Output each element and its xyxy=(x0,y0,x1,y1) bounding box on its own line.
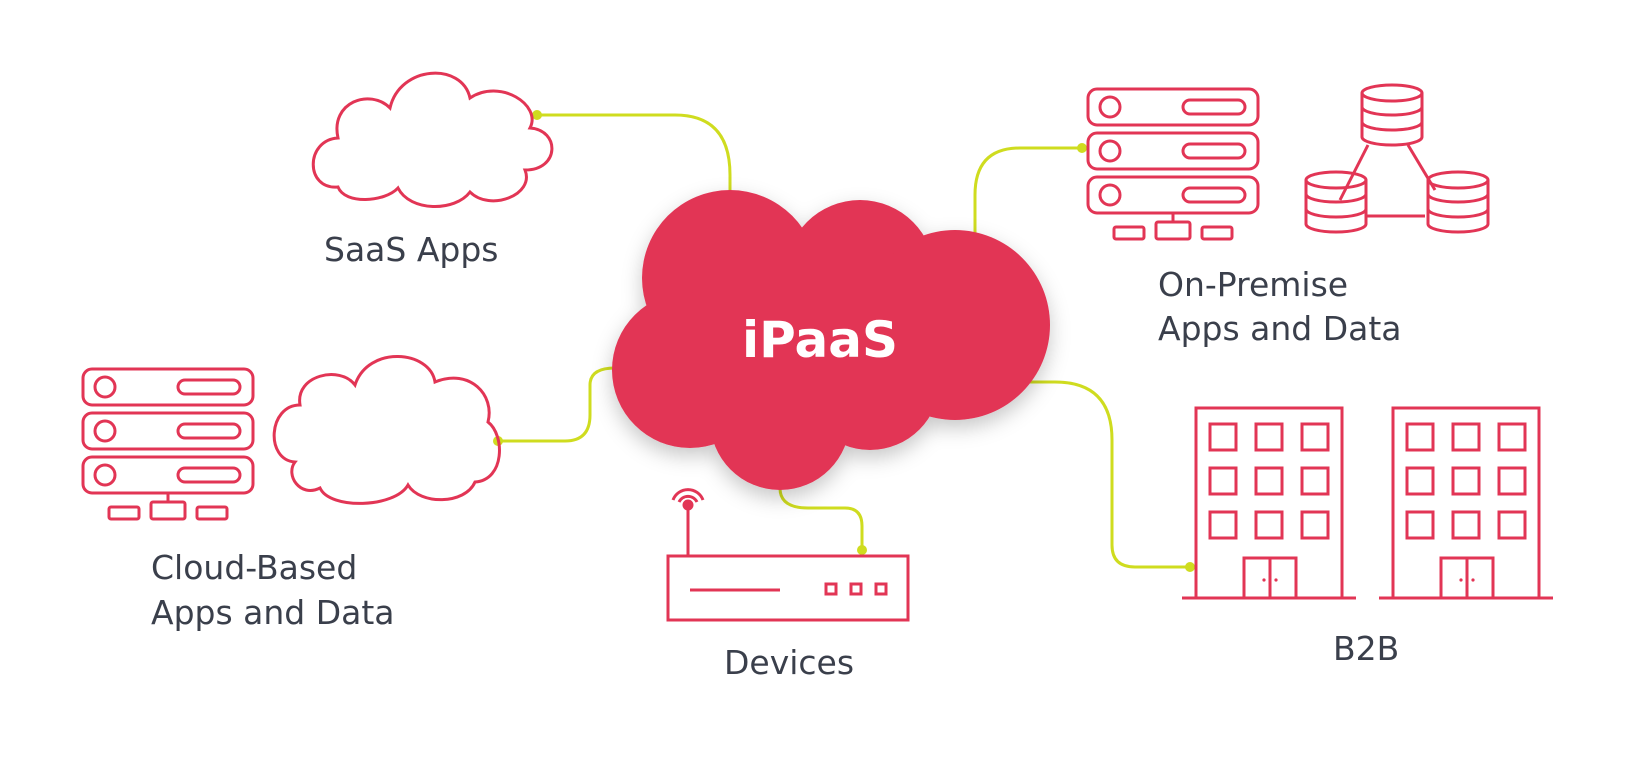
database-icon-left xyxy=(1304,170,1368,234)
b2b-label: B2B xyxy=(1333,629,1400,668)
connector-devices xyxy=(778,465,864,550)
router-icon xyxy=(666,488,910,622)
database-network-icon xyxy=(1304,83,1490,234)
cloud-based-cloud-icon xyxy=(272,355,501,505)
on-premise-label-line1: On-Premise xyxy=(1158,265,1349,304)
building-icon-left xyxy=(1180,406,1358,600)
cloud-based-label-line2: Apps and Data xyxy=(151,593,395,632)
connectors xyxy=(498,113,1190,569)
on-premise-label-line2: Apps and Data xyxy=(1158,309,1402,348)
database-icon-right xyxy=(1426,170,1490,234)
center-label: iPaaS xyxy=(742,311,898,369)
devices-label: Devices xyxy=(724,643,855,682)
connector-saas xyxy=(537,113,732,200)
ipaas-cloud xyxy=(612,190,1050,490)
on-premise-server-icon xyxy=(1086,87,1260,241)
connector-cloud-based xyxy=(498,366,616,443)
connector-on-premise xyxy=(973,146,1082,235)
cloud-based-server-icon xyxy=(81,367,255,521)
database-icon-top xyxy=(1360,83,1424,147)
cloud-based-label-line1: Cloud-Based xyxy=(151,548,358,587)
saas-cloud-icon xyxy=(311,71,554,208)
connector-b2b xyxy=(1020,380,1190,569)
building-icon-right xyxy=(1377,406,1555,600)
saas-label: SaaS Apps xyxy=(324,230,499,269)
